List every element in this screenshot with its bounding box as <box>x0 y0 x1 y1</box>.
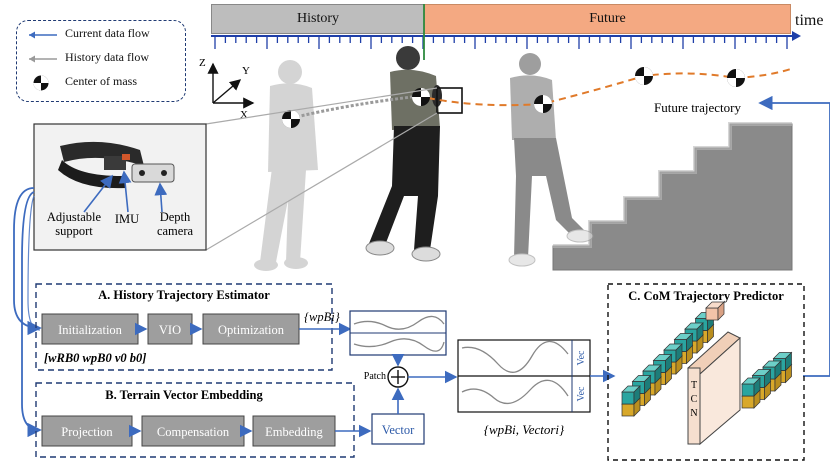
embedding-label: Embedding <box>265 425 323 439</box>
tensor-cube <box>621 403 635 417</box>
vio-label: VIO <box>159 323 181 337</box>
adjustable-support-label-2: support <box>55 224 93 238</box>
flow-imu-to-history <box>27 195 41 331</box>
timeline-arrowhead <box>792 31 801 41</box>
gray-arrow-icon <box>29 55 57 63</box>
blue-arrow-icon <box>29 31 57 39</box>
initial-state-symbol: [wRB0 wpB0 v0 b0] <box>44 351 146 365</box>
com-marker-current <box>412 88 430 106</box>
tcn-label-c: C <box>691 394 698 405</box>
section-c-frame <box>607 283 805 461</box>
sensor-zoom-box <box>436 87 463 114</box>
compensation-box <box>141 415 245 447</box>
depth-camera-label-1: Depth <box>160 210 191 224</box>
history-segment: History <box>211 4 425 34</box>
tensor-cube <box>621 391 635 405</box>
tcn-label-t: T <box>691 380 697 391</box>
axis-x-label: X <box>240 109 248 121</box>
center-of-mass-icon <box>33 75 49 91</box>
history-walker-figure <box>254 60 318 271</box>
adjustable-support-label-1: Adjustable <box>47 210 102 224</box>
output-tensor-blocks <box>741 351 793 409</box>
tensor-cube <box>741 383 755 397</box>
legend-current-flow: Current data flow <box>65 26 150 40</box>
com-marker-history <box>282 110 300 128</box>
patch-label: Patch <box>364 371 386 382</box>
tensor-cube <box>741 395 755 409</box>
section-a-frame <box>35 283 333 371</box>
legend-center-of-mass: Center of mass <box>65 74 137 88</box>
future-segment: Future <box>424 4 791 34</box>
vec-label-bottom: Vec <box>576 386 587 402</box>
section-a-title: A. History Trajectory Estimator <box>98 288 270 302</box>
imu-label: IMU <box>115 212 139 226</box>
history-output-symbol: {wpBi} <box>304 310 340 324</box>
depth-camera-label-2: camera <box>157 224 194 238</box>
axis-y-label: Y <box>242 65 250 77</box>
section-b-title: B. Terrain Vector Embedding <box>105 388 263 402</box>
combined-symbol: {wpBi, Vectori} <box>484 422 565 437</box>
tensor-cube <box>705 307 719 321</box>
stairs <box>552 123 793 271</box>
predictor-to-future-arrow <box>758 95 830 377</box>
future-label: Future <box>589 11 626 26</box>
section-b-frame <box>35 382 355 458</box>
flow-to-history-estimator <box>13 187 42 336</box>
tcn-block <box>687 331 741 446</box>
com-marker-future-3 <box>727 69 745 87</box>
projection-label: Projection <box>61 425 113 439</box>
future-walker-figure <box>508 53 594 267</box>
optimization-box <box>202 313 300 345</box>
future-trajectory-label: Future trajectory <box>654 100 741 115</box>
vio-box <box>147 313 193 345</box>
input-tensor-blocks <box>621 301 725 417</box>
vec-label-top: Vec <box>576 350 587 366</box>
tcn-label-n: N <box>690 408 697 419</box>
zoom-line-bottom <box>205 112 438 251</box>
com-marker-future-2 <box>635 67 653 85</box>
axis-z-label: Z <box>199 57 206 69</box>
current-walker-figure <box>365 46 442 262</box>
com-marker-future-1 <box>534 95 552 113</box>
coordinate-axes <box>207 62 255 109</box>
zoom-line-top <box>205 87 438 125</box>
time-label: time <box>795 12 824 29</box>
device-callouts <box>83 170 168 213</box>
flow-to-terrain-embedding <box>21 191 42 438</box>
history-trajectory <box>291 94 421 120</box>
legend: Current data flow History data flow Cent… <box>16 20 186 102</box>
compensation-label: Compensation <box>157 425 230 439</box>
timeline-ticks <box>214 36 788 49</box>
future-trajectory <box>427 67 795 107</box>
history-label: History <box>297 11 339 26</box>
init-label: Initialization <box>58 323 123 337</box>
legend-history-flow: History data flow <box>65 50 149 64</box>
legend-icons <box>29 31 57 91</box>
section-c-title: C. CoM Trajectory Predictor <box>628 289 784 303</box>
timeline: History Future <box>211 4 791 34</box>
optimization-label: Optimization <box>218 323 285 337</box>
vector-label: Vector <box>382 423 415 437</box>
